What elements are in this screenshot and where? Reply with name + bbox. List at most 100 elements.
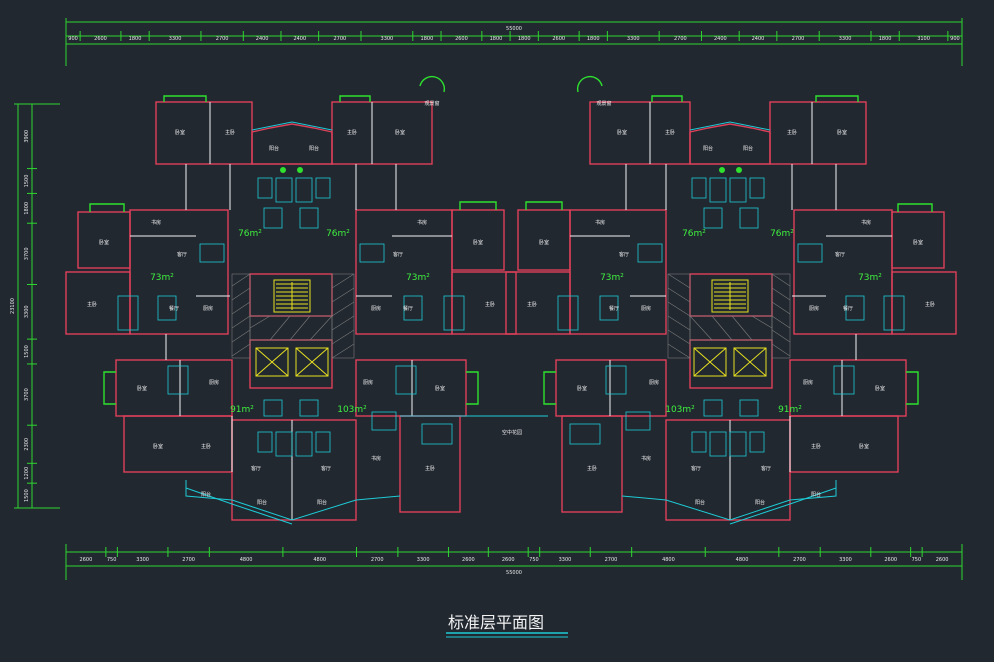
dimension-label: 900 — [68, 36, 78, 42]
dimension-label: 2400 — [293, 36, 306, 42]
dimension-label: 2700 — [793, 557, 806, 563]
room-labels: 卧室 主卧 阳台 阳台 主卧 卧室 观景窗 卧室 书房 客厅 主卧 餐厅 厨房 … — [527, 100, 935, 506]
dimension-label: 3300 — [24, 305, 30, 318]
label-bedroom: 卧室 — [875, 385, 885, 392]
label-kitchen: 厨房 — [209, 379, 219, 386]
dimension-label: 4800 — [240, 557, 253, 563]
fixtures — [557, 177, 905, 457]
area-label: 76m² — [682, 229, 706, 239]
dimension-label: 2700 — [674, 36, 687, 42]
label-dining: 餐厅 — [843, 305, 853, 312]
label-master-bedroom: 主卧 — [347, 129, 357, 136]
label-study: 书房 — [861, 219, 871, 226]
area-label: 73m² — [406, 273, 430, 283]
area-label: 91m² — [230, 405, 254, 415]
overall-dimension-left: 23100 — [10, 298, 16, 314]
dimension-label: 2400 — [752, 36, 765, 42]
dimension-label: 2400 — [714, 36, 727, 42]
label-kitchen: 厨房 — [371, 305, 381, 312]
dimension-label: 2700 — [605, 557, 618, 563]
dimension-label: 750 — [912, 557, 922, 563]
label-master-bedroom: 主卧 — [787, 129, 797, 136]
core-hatch — [667, 273, 791, 359]
dimension-lines — [14, 18, 963, 580]
dimension-label: 750 — [107, 557, 117, 563]
dimension-label: 2600 — [455, 36, 468, 42]
dimension-label: 1500 — [24, 489, 30, 502]
area-label: 76m² — [238, 229, 262, 239]
core-hatch — [231, 273, 355, 359]
dimension-label: 4800 — [662, 557, 675, 563]
dimension-label: 3300 — [839, 36, 852, 42]
label-master-bedroom: 主卧 — [665, 129, 675, 136]
stair — [273, 279, 311, 313]
label-bedroom: 卧室 — [395, 129, 405, 136]
drawing-title: 标准层平面图 — [448, 613, 544, 632]
label-master-bedroom: 主卧 — [527, 301, 537, 308]
area-label: 73m² — [600, 273, 624, 283]
dimension-label: 2600 — [552, 36, 565, 42]
dimension-label: 3300 — [559, 557, 572, 563]
corridor-walls — [621, 121, 837, 525]
dimension-label: 2700 — [216, 36, 229, 42]
label-kitchen: 厨房 — [803, 379, 813, 386]
dimension-label: 3900 — [24, 130, 30, 143]
area-label: 73m² — [150, 273, 174, 283]
dimension-label: 3300 — [381, 36, 394, 42]
area-labels: 76m² 76m² 73m² 73m² 103m² 91m² — [600, 229, 882, 415]
area-labels: 76m² 76m² 73m² 73m² 91m² 103m² — [150, 229, 430, 415]
dimension-label: 1500 — [24, 345, 30, 358]
label-balcony: 阳台 — [257, 499, 267, 506]
area-label: 76m² — [326, 229, 350, 239]
label-bedroom: 卧室 — [539, 239, 549, 246]
top-dimension-labels: 900 2600 1800 3300 2700 2400 2400 2700 3300 1800 2… — [65, 31, 963, 42]
dimension-label: 3300 — [627, 36, 640, 42]
bottom-dimension-labels: 2600 750 3300 2700 4800 4800 2700 3300 2600 2600 7… — [65, 547, 963, 563]
label-master-bedroom: 主卧 — [87, 301, 97, 308]
dimension-label: 1800 — [879, 36, 892, 42]
label-master-bedroom: 主卧 — [485, 301, 495, 308]
label-balcony: 阳台 — [811, 491, 821, 498]
label-dining: 餐厅 — [403, 305, 413, 312]
label-bedroom: 卧室 — [617, 129, 627, 136]
void-label: 空中花园 — [502, 429, 522, 436]
building-right: 卧室 主卧 阳台 阳台 主卧 卧室 观景窗 卧室 书房 客厅 主卧 餐厅 厨房 … — [505, 75, 957, 525]
dimension-label: 2400 — [256, 36, 269, 42]
label-master-bedroom: 主卧 — [425, 465, 435, 472]
fixtures — [117, 177, 465, 457]
label-bay-window: 观景窗 — [424, 100, 439, 107]
dimension-label: 3700 — [24, 247, 30, 260]
dimension-label: 1500 — [24, 175, 30, 188]
dimension-label: 1800 — [421, 36, 434, 42]
dimension-label: 2600 — [936, 557, 949, 563]
area-label: 103m² — [665, 405, 695, 415]
label-bay-window: 观景窗 — [596, 100, 611, 107]
dimension-label: 750 — [529, 557, 539, 563]
area-label: 76m² — [770, 229, 794, 239]
dimension-label: 2600 — [884, 557, 897, 563]
dimension-label: 2600 — [80, 557, 93, 563]
label-balcony: 阳台 — [309, 145, 319, 152]
label-bedroom: 卧室 — [837, 129, 847, 136]
label-balcony: 阳台 — [201, 491, 211, 498]
window-walls — [525, 75, 933, 405]
label-study: 书房 — [417, 219, 427, 226]
dimension-label: 1800 — [587, 36, 600, 42]
label-kitchen: 厨房 — [203, 305, 213, 312]
dimension-label: 2600 — [462, 557, 475, 563]
dimension-label: 2600 — [502, 557, 515, 563]
dimension-label: 2700 — [792, 36, 805, 42]
area-label: 73m² — [858, 273, 882, 283]
label-balcony: 阳台 — [317, 499, 327, 506]
label-kitchen: 厨房 — [363, 379, 373, 386]
dimension-label: 3700 — [24, 388, 30, 401]
label-dining: 餐厅 — [609, 305, 619, 312]
area-label: 91m² — [778, 405, 802, 415]
dimension-label: 2700 — [371, 557, 384, 563]
dimension-label: 3300 — [136, 557, 149, 563]
label-study: 书房 — [595, 219, 605, 226]
dimension-label: 3100 — [917, 36, 930, 42]
label-bedroom: 卧室 — [137, 385, 147, 392]
dimension-label: 2600 — [94, 36, 107, 42]
